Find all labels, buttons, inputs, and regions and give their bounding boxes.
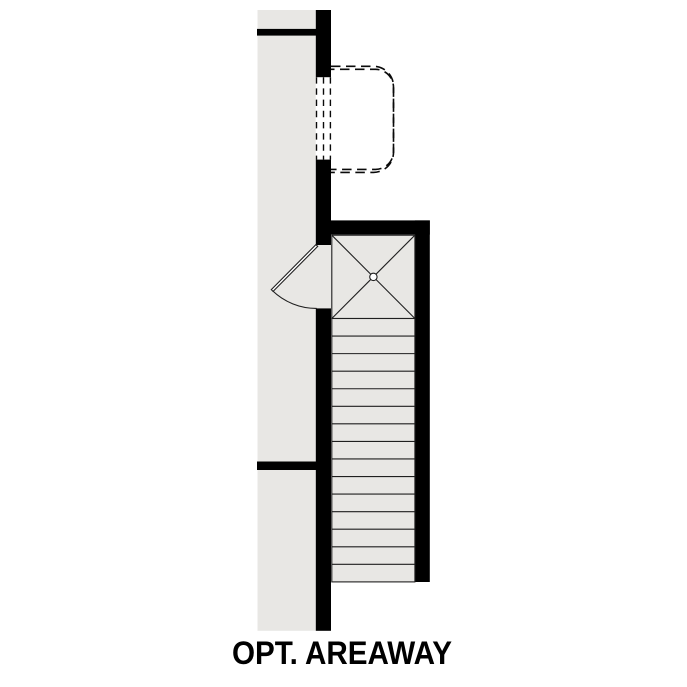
stair-run [331,317,416,583]
door [270,243,319,309]
stairwell-wall-top [331,220,430,235]
wall-stub-bottom [257,461,316,470]
bulkhead-inner-dashed [331,68,395,171]
wall-opening-dashed [315,77,332,160]
stairwell-wall-right [414,220,430,582]
wall-left-upper-segment [315,10,331,78]
wall-stub-top [257,28,316,36]
wall-left-middle-segment [315,159,331,245]
stair-treads [331,335,415,565]
door-swing-arc [271,290,317,309]
door-threshold-floor [315,245,332,309]
wall-left-lower-segment [315,308,331,631]
areaway-bulkhead-outline [331,65,395,174]
bulkhead-outer-dashed [331,65,395,174]
door-leaf [270,243,319,293]
stair-landing [331,234,416,320]
stair-outline [331,317,416,583]
floor-drain-circle [369,272,378,282]
plan-label: OPT. AREAWAY [231,635,453,671]
corridor-floor [257,10,316,631]
